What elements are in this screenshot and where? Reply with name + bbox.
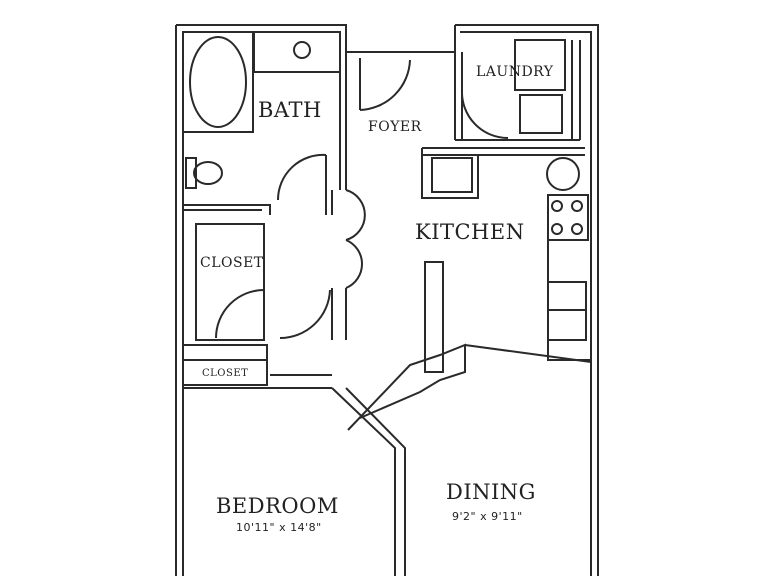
laundry-label: LAUNDRY xyxy=(476,64,554,80)
dining-top-wall xyxy=(464,344,592,363)
bath-label: BATH xyxy=(258,98,322,122)
laundry-shelf xyxy=(514,39,566,91)
laundry-appliance xyxy=(519,94,563,134)
tub-basin xyxy=(189,36,247,128)
kitchen-counter-left xyxy=(421,148,479,199)
toilet-bowl xyxy=(193,161,223,185)
burner-2 xyxy=(571,200,583,212)
kitchen-counter-top xyxy=(422,147,585,156)
small-closet-walls xyxy=(182,344,268,386)
kitchen-right-counter xyxy=(547,240,591,361)
bedroom-label: BEDROOM xyxy=(216,494,339,518)
bath-bottom-wall xyxy=(183,204,271,215)
laundry-door-swing xyxy=(460,89,509,140)
sink xyxy=(293,41,311,59)
laundry-right-wall xyxy=(571,40,581,140)
outer-wall-top-right xyxy=(455,24,599,576)
foyer-label: FOYER xyxy=(368,119,422,135)
burner-4 xyxy=(571,223,583,235)
burner-3 xyxy=(551,223,563,235)
burner-1 xyxy=(551,200,563,212)
hall-door-top xyxy=(345,189,366,241)
vanity xyxy=(253,31,341,73)
kitchen-label: KITCHEN xyxy=(415,220,525,244)
corner-sink xyxy=(546,157,580,191)
toilet-tank xyxy=(185,157,197,189)
tub xyxy=(182,31,254,133)
closet-door-swing xyxy=(215,289,265,339)
bath-door-swing xyxy=(276,153,327,201)
foyer-door-swing xyxy=(359,59,411,111)
bedroom-door-swing xyxy=(279,289,331,340)
small-closet-label: CLOSET xyxy=(202,368,249,379)
dining-dimensions: 9'2" x 9'11" xyxy=(452,510,523,523)
kitchen-sink xyxy=(431,157,473,193)
kitchen-step-wall xyxy=(347,343,466,431)
foyer-top-wall xyxy=(346,25,456,53)
closet-label: CLOSET xyxy=(200,255,264,271)
kitchen-peninsula xyxy=(424,261,444,373)
outer-wall-top-right-inner xyxy=(460,31,592,576)
bedroom-dimensions: 10'11" x 14'8" xyxy=(236,521,322,534)
laundry-left-wall xyxy=(454,52,463,140)
closet-walls xyxy=(195,223,265,341)
angled-wall-inner xyxy=(345,387,406,576)
angled-wall xyxy=(331,387,396,576)
dining-label: DINING xyxy=(446,480,536,504)
outer-wall-top-left xyxy=(176,24,347,52)
hall-door-bottom xyxy=(345,239,363,289)
stove xyxy=(547,194,589,241)
